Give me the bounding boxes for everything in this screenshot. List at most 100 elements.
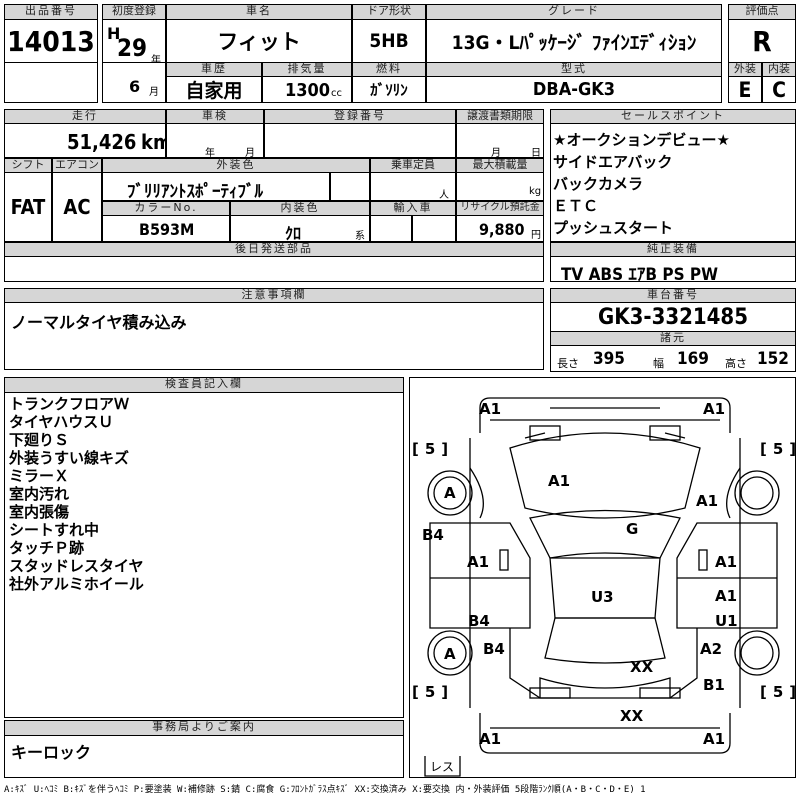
capacity-unit: 人 bbox=[439, 190, 449, 201]
score-cell: R bbox=[728, 19, 796, 63]
capacity-header: 乗車定員 bbox=[370, 158, 456, 173]
mileage: 51,426 bbox=[67, 130, 137, 154]
inspector-item: シートすれ中 bbox=[9, 521, 100, 539]
spare-tire-less: レス bbox=[430, 760, 455, 774]
sales-point-item: サイドエアバック bbox=[553, 153, 673, 171]
damage-front-left: A1 bbox=[479, 400, 502, 418]
equipment-header: 純正装備 bbox=[550, 242, 796, 257]
damage-rear-bumper: XX bbox=[620, 707, 644, 725]
damage-hood: A1 bbox=[548, 472, 571, 490]
interior-score: C bbox=[772, 77, 786, 102]
color-no: B593M bbox=[139, 220, 195, 239]
chassis-cell: GK3-3321485 bbox=[550, 302, 796, 332]
car-outline-drawing bbox=[424, 397, 780, 777]
history-header: 車歴 bbox=[166, 62, 262, 77]
sales-point-list: ★オークションデビュー★ サイドエアバック バックカメラ ＥＴＣ プッシュスター… bbox=[550, 123, 796, 242]
door-header: ドア形状 bbox=[352, 4, 426, 20]
car-name: フィット bbox=[217, 30, 301, 54]
sales-point-item: ★オークションデビュー★ bbox=[553, 131, 730, 149]
tire-rl-value: 5 bbox=[424, 683, 442, 701]
first-registration-header: 初度登録 bbox=[102, 4, 166, 20]
load-cell: kg bbox=[456, 172, 544, 201]
office-note: キーロック bbox=[11, 743, 92, 762]
displacement-cell: 1300 cc bbox=[262, 76, 352, 103]
tire-fr-value: 5 bbox=[772, 440, 790, 458]
damage-wheel-fl: A bbox=[444, 484, 456, 502]
equipment-cell: TV ABS ｴｱB PS PW bbox=[550, 256, 796, 285]
exterior-color: ﾌﾞﾘﾘｱﾝﾄｽﾎﾟｰﾃｨﾌﾞﾙ bbox=[127, 182, 263, 202]
door-cell: 5HB bbox=[352, 19, 426, 63]
fuel-cell: ｶﾞｿﾘﾝ bbox=[352, 76, 426, 103]
notes: ノーマルタイヤ積み込み bbox=[11, 313, 187, 332]
office-cell: キーロック bbox=[4, 735, 404, 778]
damage-rear-left: A1 bbox=[479, 730, 502, 748]
damage-rear-left-panel: B4 bbox=[483, 640, 505, 658]
inspector-header: 検査員記入欄 bbox=[4, 377, 404, 393]
notes-cell: ノーマルタイヤ積み込み bbox=[4, 302, 544, 370]
inspector-item: 下廻りＳ bbox=[9, 431, 70, 449]
damage-quarter-right: A2 bbox=[700, 640, 723, 658]
later-parts-cell bbox=[4, 256, 544, 282]
damage-roof: U3 bbox=[591, 588, 614, 606]
later-parts-header: 後日発送部品 bbox=[4, 242, 544, 257]
color-extra-cell bbox=[330, 172, 370, 201]
damage-door-left-front: A1 bbox=[467, 553, 490, 571]
grade-cell: 13G・Lﾊﾟｯｹｰｼﾞ ﾌｧｲﾝｴﾃﾞｨｼｮﾝ bbox=[426, 19, 722, 63]
chassis-header: 車台番号 bbox=[550, 288, 796, 303]
inspection-header: 車検 bbox=[166, 109, 264, 124]
inspection-year-unit: 年 bbox=[205, 148, 215, 159]
mileage-header: 走行 bbox=[4, 109, 166, 124]
damage-door-right-front: A1 bbox=[715, 553, 738, 571]
damage-door-left-rear: B4 bbox=[468, 612, 490, 630]
tire-fl-value: 5 bbox=[424, 440, 442, 458]
damage-wheel-rl: A bbox=[444, 645, 456, 663]
month-unit: 月 bbox=[149, 87, 159, 98]
grade: 13G・Lﾊﾟｯｹｰｼﾞ ﾌｧｲﾝｴﾃﾞｨｼｮﾝ bbox=[451, 31, 697, 54]
transfer-day-unit: 日 bbox=[531, 148, 541, 159]
tire-rr-value: 5 bbox=[772, 683, 790, 701]
import-header: 輸入車 bbox=[370, 201, 456, 216]
fuel: ｶﾞｿﾘﾝ bbox=[370, 81, 408, 99]
history: 自家用 bbox=[185, 80, 243, 102]
first-registration-cell: H 29 年 bbox=[102, 19, 166, 66]
width: 169 bbox=[677, 349, 709, 369]
import-cell-a bbox=[370, 215, 412, 242]
damage-rear-right: B1 bbox=[703, 676, 725, 694]
damage-trunk: XX bbox=[630, 658, 654, 676]
lot-number-cell: 14013 bbox=[4, 19, 98, 63]
transfer-cell: 月 日 bbox=[456, 123, 544, 159]
inspector-list: トランクフロアＷ タイヤハウスＵ 下廻りＳ 外装うすい線キズ ミラーＸ 室内汚れ… bbox=[4, 392, 404, 718]
int-color: ｸﾛ bbox=[285, 224, 302, 243]
height: 152 bbox=[757, 349, 789, 369]
inspector-item: トランクフロアＷ bbox=[9, 395, 130, 413]
car-diagram: A1 A1 [5] [5] A A1 A1 B4 G A1 A1 U3 A1 U… bbox=[409, 377, 796, 778]
lot-number: 14013 bbox=[7, 24, 95, 58]
tire-rr-depth: [5] bbox=[760, 683, 796, 701]
interior-header: 内装 bbox=[762, 62, 796, 77]
exterior-cell: E bbox=[728, 76, 762, 103]
inspector-item: タイヤハウスＵ bbox=[9, 413, 114, 431]
color-header: 外装色 bbox=[102, 158, 370, 173]
damage-door-right-rear: A1 bbox=[715, 587, 738, 605]
shift-header: シフト bbox=[4, 158, 52, 173]
reg-number-cell bbox=[264, 123, 456, 158]
tire-fl-depth: [5] bbox=[412, 440, 455, 458]
inspector-item: 室内張傷 bbox=[9, 503, 70, 521]
exterior-header: 外装 bbox=[728, 62, 762, 77]
recycle-cell: 9,880 円 bbox=[456, 215, 544, 242]
recycle-unit: 円 bbox=[531, 230, 541, 241]
tire-fr-depth: [5] bbox=[760, 440, 796, 458]
lot-blank-cell bbox=[4, 62, 98, 103]
transfer-month-unit: 月 bbox=[491, 148, 501, 159]
inspector-item: タッチＰ跡 bbox=[9, 539, 85, 557]
damage-sill-right: U1 bbox=[715, 612, 738, 630]
displacement-unit: cc bbox=[331, 88, 342, 99]
notes-header: 注意事項欄 bbox=[4, 288, 544, 303]
recycle-fee: 9,880 bbox=[479, 220, 525, 239]
capacity-cell: 人 bbox=[370, 172, 456, 201]
width-label: 幅 bbox=[653, 357, 664, 370]
score-header: 評価点 bbox=[728, 4, 796, 20]
inspector-item: 室内汚れ bbox=[9, 485, 70, 503]
specs-cell: 長さ 395 幅 169 高さ 152 bbox=[550, 345, 796, 372]
era: H bbox=[107, 24, 121, 43]
